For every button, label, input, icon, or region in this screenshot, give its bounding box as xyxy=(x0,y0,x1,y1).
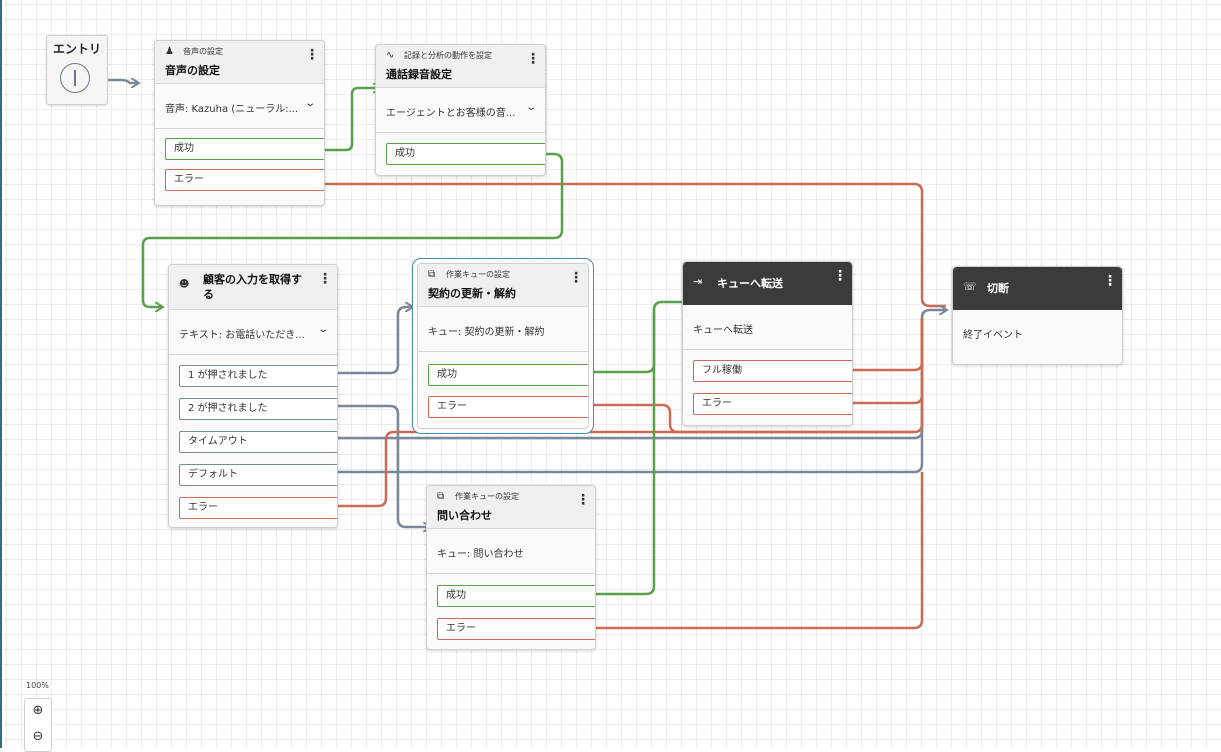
block-call-recording[interactable]: ∿ 記録と分析の動作を設定 通話録音設定 ⋮ エージェントとお客様の音... ⌄… xyxy=(375,44,546,176)
branch-success[interactable]: 成功 xyxy=(437,585,595,607)
branch-success[interactable]: 成功 xyxy=(165,138,324,160)
block-body-text: キュー: 問い合わせ xyxy=(437,549,524,560)
block-body[interactable]: 音声: Kazuha (ニューラル:... ⌄ xyxy=(155,84,324,129)
connector-input-1 xyxy=(336,307,412,375)
kebab-menu-icon[interactable]: ⋮ xyxy=(576,492,590,508)
kebab-menu-icon[interactable]: ⋮ xyxy=(305,47,319,63)
branch-success[interactable]: 成功 xyxy=(428,364,588,386)
zoom-level: 100% xyxy=(26,681,49,690)
entry-block[interactable]: エントリ xyxy=(46,35,108,105)
block-body[interactable]: キュー: 契約の更新・解約 xyxy=(418,307,588,352)
queue-add-icon: ⧉ xyxy=(437,491,445,502)
block-disconnect[interactable]: ☏ 切断 ⋮ 終了イベント xyxy=(952,266,1123,365)
start-icon xyxy=(60,63,90,93)
branch-error[interactable]: エラー xyxy=(179,497,337,519)
connector-inquiry-success xyxy=(594,310,656,596)
block-title-line1: 顧客の入力を取得す xyxy=(203,273,302,286)
branch-success[interactable]: 成功 xyxy=(386,143,545,165)
block-body[interactable]: エージェントとお客様の音... ⌄ xyxy=(376,88,545,133)
block-body-text: キューへ転送 xyxy=(693,325,753,336)
block-header: ∿ 記録と分析の動作を設定 通話録音設定 ⋮ xyxy=(376,45,545,88)
kebab-menu-icon[interactable]: ⋮ xyxy=(318,271,332,287)
entry-label: エントリ xyxy=(52,42,101,56)
block-title: 問い合わせ xyxy=(437,509,492,522)
zoom-out-icon[interactable]: ⊖ xyxy=(32,729,44,744)
branch-at-capacity[interactable]: フル稼働 xyxy=(693,360,852,382)
block-branches: 1 が押されました 2 が押されました タイムアウト デフォルト エラー xyxy=(169,355,337,532)
connector-input-2 xyxy=(336,404,430,527)
kebab-menu-icon[interactable]: ⋮ xyxy=(833,268,847,284)
block-header: ☻ 顧客の入力を取得す る ⋮ xyxy=(169,265,337,310)
block-body[interactable]: キューへ転送 xyxy=(683,305,852,350)
connector-transfer-error xyxy=(852,318,924,405)
connector-transfer-full xyxy=(852,318,924,372)
waveform-icon: ∿ xyxy=(386,50,395,61)
voice-settings-icon: ♟ xyxy=(165,46,174,57)
get-input-icon: ☻ xyxy=(179,279,190,290)
block-queue-inquiry[interactable]: ⧉ 作業キューの設定 問い合わせ ⋮ キュー: 問い合わせ 成功 エラー xyxy=(426,485,596,650)
block-branches: 成功 エラー xyxy=(418,352,588,431)
block-body-text: 終了イベント xyxy=(963,330,1023,341)
block-body-text: 音声: Kazuha (ニューラル:... xyxy=(165,104,299,115)
block-title: 音声の設定 xyxy=(165,64,220,77)
block-body: 終了イベント xyxy=(953,310,1122,354)
block-body[interactable]: テキスト: お電話いただき... ⌄ xyxy=(169,310,337,355)
block-header: ⇥ キューへ転送 ⋮ xyxy=(683,262,852,305)
block-header: ☏ 切断 ⋮ xyxy=(953,267,1122,310)
block-title: 契約の更新・解約 xyxy=(428,287,516,300)
chevron-down-icon[interactable]: ⌄ xyxy=(316,324,329,335)
branch-pressed-2[interactable]: 2 が押されました xyxy=(179,398,337,420)
block-branches: 成功 エラー xyxy=(155,129,324,204)
block-get-customer-input[interactable]: ☻ 顧客の入力を取得す る ⋮ テキスト: お電話いただき... ⌄ 1 が押さ… xyxy=(168,264,338,528)
branch-error[interactable]: エラー xyxy=(693,393,852,415)
chevron-down-icon[interactable]: ⌄ xyxy=(303,98,316,109)
zoom-in-icon[interactable]: ⊕ xyxy=(32,703,44,718)
block-body[interactable]: キュー: 問い合わせ xyxy=(427,529,595,574)
hangup-icon: ☏ xyxy=(963,280,977,293)
connector-voice-success xyxy=(324,88,380,152)
branch-timeout[interactable]: タイムアウト xyxy=(179,431,337,453)
kebab-menu-icon[interactable]: ⋮ xyxy=(526,51,540,67)
block-transfer-to-queue[interactable]: ⇥ キューへ転送 ⋮ キューへ転送 フル稼働 エラー xyxy=(682,261,853,426)
kebab-menu-icon[interactable]: ⋮ xyxy=(1103,273,1117,289)
branch-error[interactable]: エラー xyxy=(165,169,324,191)
branch-error[interactable]: エラー xyxy=(437,618,595,640)
connector-inquiry-error xyxy=(594,472,924,630)
kebab-menu-icon[interactable]: ⋮ xyxy=(569,270,583,286)
branch-pressed-1[interactable]: 1 が押されました xyxy=(179,365,337,387)
block-title-line2: る xyxy=(203,288,214,301)
block-body-text: キュー: 契約の更新・解約 xyxy=(428,327,545,338)
block-body-text: テキスト: お電話いただき... xyxy=(179,330,305,341)
block-subtitle: 作業キューの設定 xyxy=(455,492,519,501)
block-body-text: エージェントとお客様の音... xyxy=(386,108,516,119)
branch-default[interactable]: デフォルト xyxy=(179,464,337,486)
block-header: ♟ 音声の設定 音声の設定 ⋮ xyxy=(155,41,324,84)
block-title: キューへ転送 xyxy=(717,277,783,290)
block-subtitle: 作業キューの設定 xyxy=(446,270,510,279)
block-header: ⧉ 作業キューの設定 契約の更新・解約 ⋮ xyxy=(418,264,588,307)
block-voice-settings[interactable]: ♟ 音声の設定 音声の設定 ⋮ 音声: Kazuha (ニューラル:... ⌄ … xyxy=(154,40,325,206)
block-branches: フル稼働 エラー xyxy=(683,350,852,428)
block-subtitle: 音声の設定 xyxy=(183,47,223,56)
block-title: 切断 xyxy=(987,282,1009,295)
block-title: 通話録音設定 xyxy=(386,68,452,81)
queue-add-icon: ⧉ xyxy=(428,269,436,280)
block-header: ⧉ 作業キューの設定 問い合わせ ⋮ xyxy=(427,486,595,529)
zoom-controls: ⊕ ⊖ xyxy=(24,698,52,752)
branch-error[interactable]: エラー xyxy=(428,396,588,418)
transfer-icon: ⇥ xyxy=(693,275,703,288)
block-subtitle: 記録と分析の動作を設定 xyxy=(404,51,492,60)
block-branches: 成功 エラー xyxy=(427,574,595,653)
block-branches: 成功 xyxy=(376,133,545,178)
chevron-down-icon[interactable]: ⌄ xyxy=(524,102,537,113)
connector-renewal-success xyxy=(588,302,690,374)
block-queue-renewal[interactable]: ⧉ 作業キューの設定 契約の更新・解約 ⋮ キュー: 契約の更新・解約 成功 エ… xyxy=(417,263,589,429)
